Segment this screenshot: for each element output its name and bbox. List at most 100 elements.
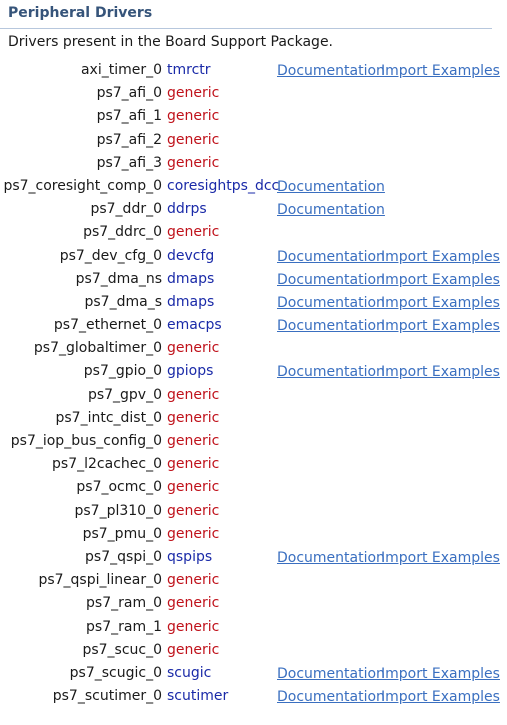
documentation-link[interactable]: Documentation xyxy=(277,665,385,682)
peripheral-name: ps7_afi_2 xyxy=(96,131,162,148)
peripheral-name: ps7_gpv_0 xyxy=(87,386,162,403)
import-examples-link[interactable]: Import Examples xyxy=(381,318,500,335)
driver-name: generic xyxy=(167,641,220,658)
peripheral-name: ps7_pmu_0 xyxy=(82,525,162,542)
peripheral-name: ps7_gpio_0 xyxy=(83,363,162,380)
documentation-link[interactable]: Documentation xyxy=(277,202,385,219)
driver-row: ps7_afi_2 generic xyxy=(0,128,507,151)
documentation-link[interactable]: Documentation xyxy=(277,689,385,706)
peripheral-name: ps7_ram_1 xyxy=(86,618,162,635)
driver-row: ps7_gpv_0 generic xyxy=(0,383,507,406)
driver-name: qspips xyxy=(167,548,213,565)
peripheral-name: ps7_afi_0 xyxy=(96,85,162,102)
driver-row: ps7_afi_3 generic xyxy=(0,151,507,174)
driver-name: scugic xyxy=(167,664,212,681)
documentation-link[interactable]: Documentation xyxy=(277,318,385,335)
import-examples-link[interactable]: Import Examples xyxy=(381,63,500,79)
peripheral-name: ps7_scuc_0 xyxy=(82,641,162,658)
import-examples-link[interactable]: Import Examples xyxy=(381,665,500,682)
import-examples-link[interactable]: Import Examples xyxy=(381,549,500,566)
driver-row: ps7_scuc_0 generic xyxy=(0,638,507,661)
driver-name: generic xyxy=(167,154,220,171)
driver-name: generic xyxy=(167,85,220,102)
driver-name: generic xyxy=(167,456,220,473)
driver-name: scutimer xyxy=(167,688,229,705)
documentation-link[interactable]: Documentation xyxy=(277,294,385,311)
driver-row: ps7_intc_dist_0 generic xyxy=(0,406,507,429)
import-examples-link[interactable]: Import Examples xyxy=(381,364,500,381)
driver-name: generic xyxy=(167,618,220,635)
section-header: Peripheral Drivers xyxy=(0,0,492,29)
driver-name: generic xyxy=(167,433,220,449)
driver-name: gpiops xyxy=(167,363,214,380)
peripheral-name: ps7_ddr_0 xyxy=(90,201,162,218)
peripheral-name: ps7_scutimer_0 xyxy=(52,688,162,705)
import-examples-link[interactable]: Import Examples xyxy=(381,689,500,706)
section-title: Peripheral Drivers xyxy=(8,5,153,21)
driver-name: generic xyxy=(167,409,220,426)
documentation-link[interactable]: Documentation xyxy=(277,271,385,288)
peripheral-name: ps7_coresight_comp_0 xyxy=(3,177,162,194)
documentation-link[interactable]: Documentation xyxy=(277,549,385,566)
import-examples-link[interactable]: Import Examples xyxy=(381,294,500,311)
documentation-link[interactable]: Documentation xyxy=(277,178,385,195)
peripheral-name: ps7_dma_ns xyxy=(75,270,162,287)
driver-name: dmaps xyxy=(167,293,215,310)
driver-name: generic xyxy=(167,131,220,148)
peripheral-name: ps7_ethernet_0 xyxy=(53,317,162,334)
driver-name: tmrctr xyxy=(167,62,211,78)
driver-name: generic xyxy=(167,525,220,542)
driver-row: ps7_iop_bus_config_0 generic xyxy=(0,429,507,452)
driver-row: ps7_ocmc_0 generic xyxy=(0,475,507,498)
documentation-link[interactable]: Documentation xyxy=(277,364,385,381)
driver-row: ps7_ram_1 generic xyxy=(0,615,507,638)
peripheral-name: ps7_dev_cfg_0 xyxy=(59,247,162,264)
peripheral-name: ps7_afi_1 xyxy=(96,108,162,125)
peripheral-name: ps7_dma_s xyxy=(84,293,163,310)
peripheral-name: axi_timer_0 xyxy=(80,62,162,78)
driver-name: coresightps_dcc xyxy=(167,177,280,194)
driver-row: ps7_qspi_linear_0 generic xyxy=(0,568,507,591)
driver-name: generic xyxy=(167,224,220,241)
documentation-link[interactable]: Documentation xyxy=(277,63,385,79)
import-examples-link[interactable]: Import Examples xyxy=(381,271,500,288)
driver-row: ps7_afi_0 generic xyxy=(0,81,507,104)
section-description: Drivers present in the Board Support Pac… xyxy=(8,34,334,50)
driver-name: generic xyxy=(167,595,220,612)
driver-name: emacps xyxy=(167,317,222,334)
driver-row: ps7_afi_1 generic xyxy=(0,104,507,127)
driver-name: generic xyxy=(167,479,220,496)
peripheral-name: ps7_ram_0 xyxy=(86,595,162,612)
driver-row: ps7_ddrc_0 generic xyxy=(0,220,507,243)
peripheral-name: ps7_l2cachec_0 xyxy=(52,456,162,473)
peripheral-name: ps7_afi_3 xyxy=(96,154,162,171)
driver-name: dmaps xyxy=(167,270,215,287)
peripheral-name: ps7_iop_bus_config_0 xyxy=(10,433,162,449)
peripheral-name: ps7_intc_dist_0 xyxy=(55,409,162,426)
documentation-link[interactable]: Documentation xyxy=(277,248,385,265)
driver-name: generic xyxy=(167,386,220,403)
driver-name: generic xyxy=(167,340,220,357)
import-examples-link[interactable]: Import Examples xyxy=(381,248,500,265)
driver-row: ps7_pmu_0 generic xyxy=(0,522,507,545)
driver-row: ps7_ram_0 generic xyxy=(0,591,507,614)
peripheral-name: ps7_ddrc_0 xyxy=(83,224,162,241)
driver-name: generic xyxy=(167,502,220,519)
peripheral-name: ps7_qspi_linear_0 xyxy=(38,572,162,589)
driver-name: generic xyxy=(167,108,220,125)
peripheral-name: ps7_ocmc_0 xyxy=(76,479,162,496)
driver-name: generic xyxy=(167,572,220,589)
